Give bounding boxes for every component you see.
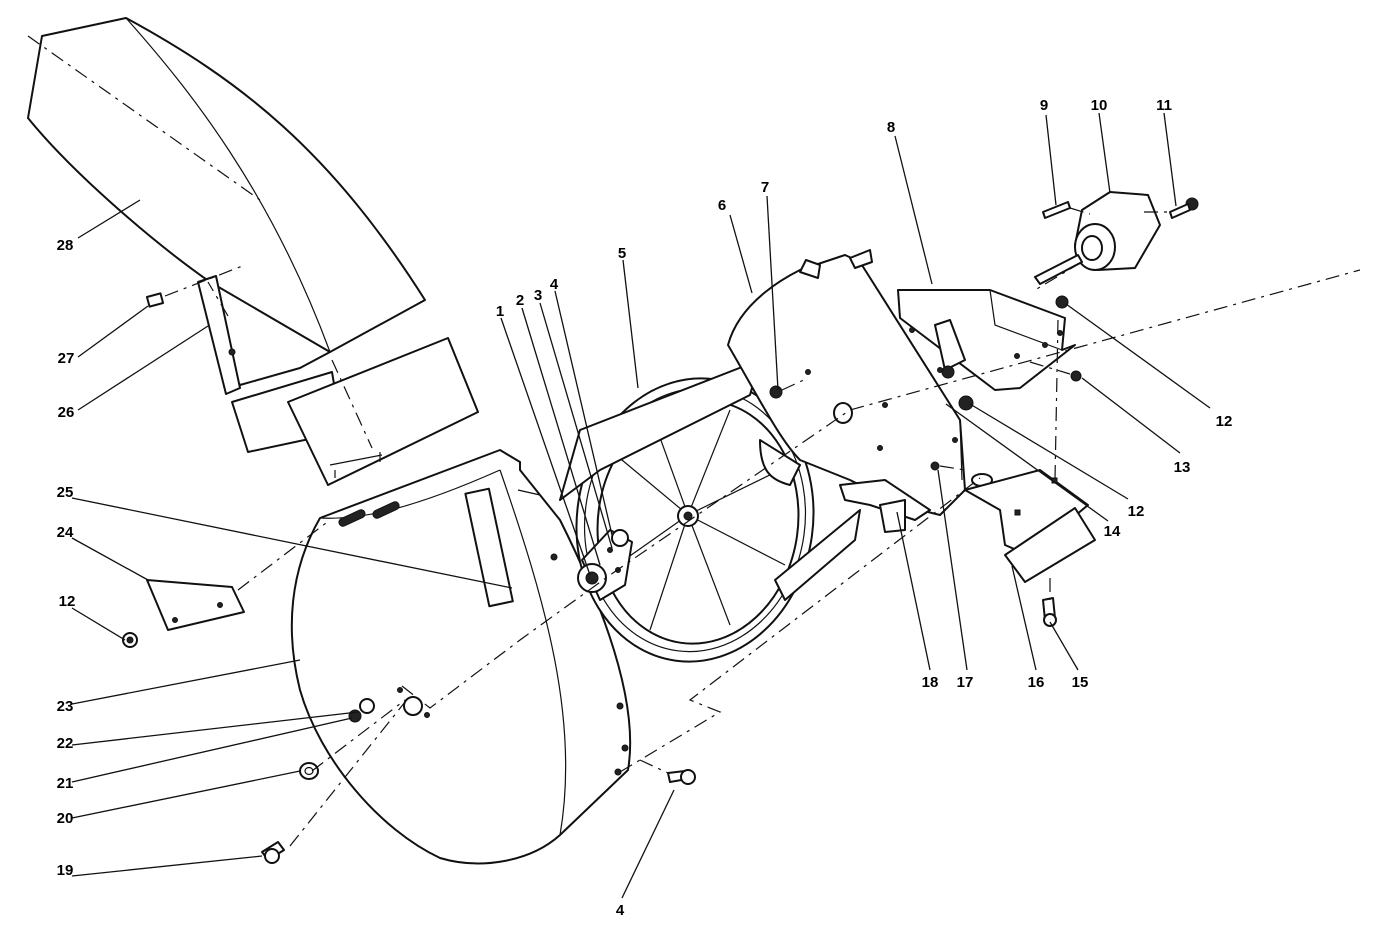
- bolt-part-27: [145, 264, 246, 308]
- callout-27: 27: [58, 350, 75, 367]
- callout-24: 24: [57, 524, 74, 541]
- callout-labels: 28 27 26 25 24 12 23 22 21 20 19 1 2 3 4…: [57, 97, 1233, 919]
- bolt-part-13: [1029, 361, 1082, 382]
- callout-15: 15: [1072, 674, 1089, 691]
- bolt-part-15: [1042, 597, 1057, 627]
- callout-9: 9: [1040, 97, 1048, 114]
- blower-housing-part-23: [290, 449, 632, 865]
- callout-23: 23: [57, 698, 74, 715]
- leader-lines: [71, 112, 1211, 899]
- callout-2: 2: [516, 292, 524, 309]
- callout-10: 10: [1091, 97, 1108, 114]
- bolt-part-17: [930, 461, 966, 471]
- callout-17: 17: [957, 674, 974, 691]
- bolt-part-4: [667, 769, 696, 785]
- callout-7: 7: [761, 179, 769, 196]
- callout-28: 28: [57, 237, 74, 254]
- chute-adapter-pieces: [231, 337, 479, 486]
- callout-6: 6: [718, 197, 726, 214]
- callout-13: 13: [1174, 459, 1191, 476]
- callout-19: 19: [57, 862, 74, 879]
- callout-12-left: 12: [59, 593, 76, 610]
- callout-16: 16: [1028, 674, 1045, 691]
- callout-26: 26: [58, 404, 75, 421]
- impeller-part-5: [559, 359, 861, 663]
- callout-8: 8: [887, 119, 895, 136]
- callout-1: 1: [496, 303, 504, 320]
- impeller-housing-part-6: [727, 249, 993, 533]
- callout-12-mid: 12: [1128, 503, 1145, 520]
- bolt-part-11: [1169, 197, 1199, 219]
- callout-14: 14: [1104, 523, 1121, 540]
- chute-bracket-part-26: [197, 275, 241, 395]
- callout-3: 3: [534, 287, 542, 304]
- callout-21: 21: [57, 775, 74, 792]
- mounting-plate-part-24: [146, 519, 331, 631]
- assembly-centerlines: [27, 35, 1361, 847]
- nut-part-12: [122, 295, 1069, 648]
- bolt-part-7: [769, 377, 809, 399]
- callout-22: 22: [57, 735, 74, 752]
- base-plate-part-16: [964, 469, 1096, 583]
- callout-4-top: 4: [550, 276, 559, 293]
- callout-18: 18: [922, 674, 939, 691]
- callout-4-bottom: 4: [616, 902, 625, 919]
- callout-20: 20: [57, 810, 74, 827]
- callout-25: 25: [57, 484, 74, 501]
- callout-5: 5: [618, 245, 626, 262]
- gearbox-part-10: [1034, 191, 1161, 285]
- callout-12-right: 12: [1216, 413, 1233, 430]
- callout-11: 11: [1156, 97, 1172, 114]
- gearbox-bracket-part-8: [897, 289, 1076, 391]
